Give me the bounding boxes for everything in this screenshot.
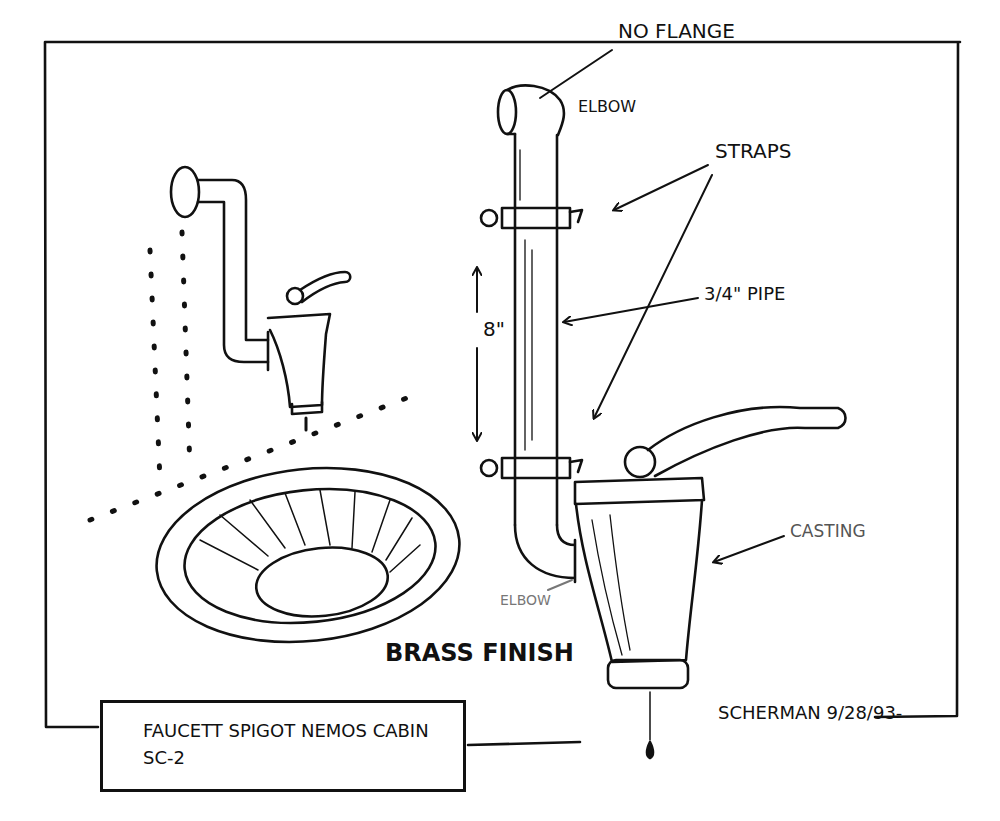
handwritten-label: STRAPS: [715, 140, 791, 163]
handwritten-label: 8": [483, 318, 505, 341]
handwritten-label: BRASS FINISH: [385, 640, 574, 668]
handwritten-label: 3/4" PIPE: [704, 284, 785, 305]
handwritten-label: ELBOW: [500, 592, 551, 608]
title-text: FAUCETT SPIGOT NEMOS CABIN SC-2: [143, 717, 443, 771]
title-block: FAUCETT SPIGOT NEMOS CABIN SC-2: [100, 700, 466, 792]
handwritten-label: CASTING: [790, 522, 866, 542]
handwritten-label: SCHERMAN 9/28/93-: [718, 703, 902, 724]
handwritten-label: NO FLANGE: [618, 20, 735, 43]
handwritten-label: ELBOW: [578, 98, 636, 116]
